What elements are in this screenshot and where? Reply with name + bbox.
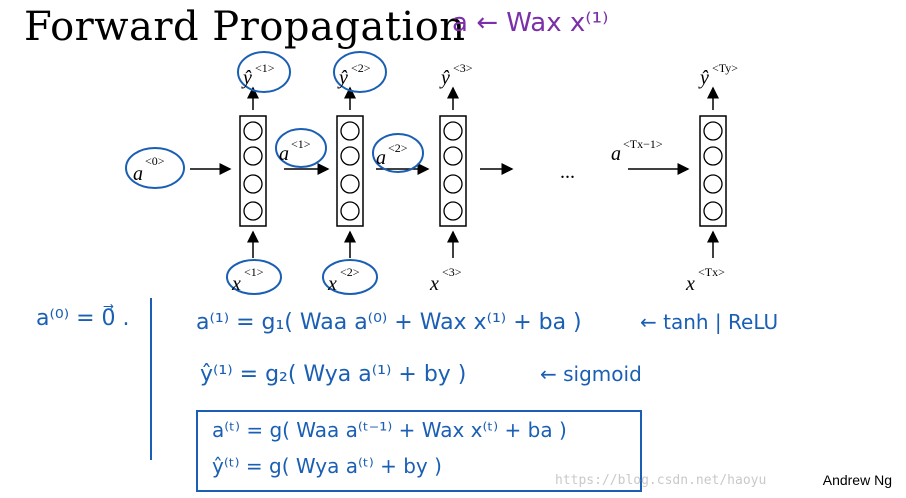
- svg-text:<2>: <2>: [388, 141, 408, 155]
- equation-4: ŷ⁽ᵗ⁾ = g( Wya a⁽ᵗ⁾ + by ): [212, 454, 442, 478]
- watermark: https://blog.csdn.net/haoyu: [555, 473, 767, 488]
- page-title: Forward Propagation: [24, 4, 466, 50]
- svg-text:<3>: <3>: [442, 265, 462, 279]
- rnn-diagram: a <0> ŷ <1> x <1> a <1> ŷ <2> x <2> a <2…: [125, 51, 738, 295]
- author-credit: Andrew Ng: [822, 472, 892, 488]
- svg-text:<Tx>: <Tx>: [698, 265, 725, 279]
- yhat-ty: ŷ: [698, 67, 709, 89]
- x-1: x: [231, 273, 241, 295]
- ellipsis: ...: [560, 161, 575, 183]
- svg-text:<1>: <1>: [244, 265, 264, 279]
- a0-circle: [125, 147, 185, 189]
- svg-text:<1>: <1>: [291, 137, 311, 151]
- yhat-1: ŷ: [241, 67, 252, 89]
- equation-2-note: ← sigmoid: [540, 362, 642, 386]
- initial-activation-note: a⁽⁰⁾ = 0⃗ .: [36, 306, 130, 331]
- x-2: x: [327, 273, 337, 295]
- equation-1-note: ← tanh | ReLU: [640, 310, 779, 334]
- svg-text:<2>: <2>: [340, 265, 360, 279]
- a0-sup: <0>: [145, 154, 165, 168]
- svg-text:<Ty>: <Ty>: [712, 61, 738, 75]
- yhat-3: ŷ: [439, 67, 450, 89]
- equation-3: a⁽ᵗ⁾ = g( Waa a⁽ᵗ⁻¹⁾ + Wax x⁽ᵗ⁾ + ba ): [212, 418, 567, 442]
- a-label-1: a: [279, 143, 289, 165]
- svg-text:<3>: <3>: [453, 61, 473, 75]
- a0-label: a: [133, 163, 143, 185]
- a-label-2: a: [376, 147, 386, 169]
- divider-line: [150, 298, 152, 460]
- boxed-equations: a⁽ᵗ⁾ = g( Waa a⁽ᵗ⁻¹⁾ + Wax x⁽ᵗ⁾ + ba ) ŷ…: [196, 410, 642, 492]
- a-label-tx: a: [611, 143, 621, 165]
- svg-text:<Tx−1>: <Tx−1>: [623, 137, 663, 151]
- svg-text:<1>: <1>: [255, 61, 275, 75]
- top-note: a ← Wax x⁽¹⁾: [452, 8, 609, 38]
- x-3: x: [429, 273, 439, 295]
- equation-1: a⁽¹⁾ = g₁( Waa a⁽⁰⁾ + Wax x⁽¹⁾ + ba ): [196, 310, 582, 335]
- x-tx: x: [685, 273, 695, 295]
- svg-text:<2>: <2>: [351, 61, 371, 75]
- yhat-2: ŷ: [337, 67, 348, 89]
- equation-2: ŷ⁽¹⁾ = g₂( Wya a⁽¹⁾ + by ): [200, 362, 467, 387]
